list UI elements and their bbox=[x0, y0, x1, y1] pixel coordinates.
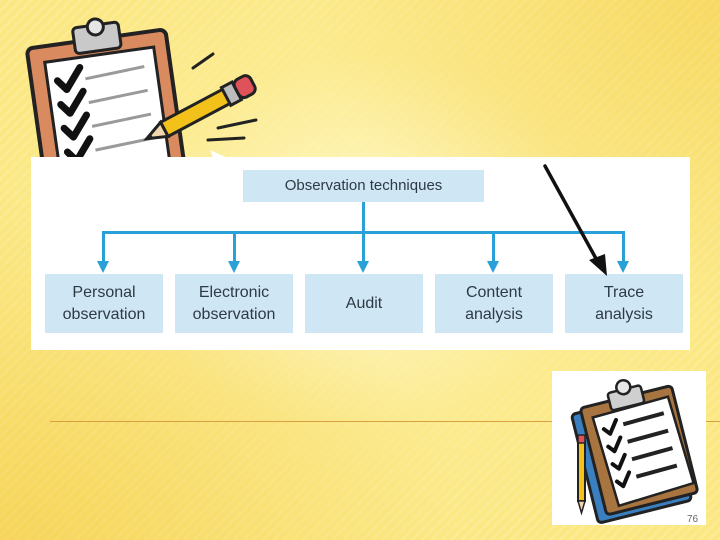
child-node-trace-analysis: Trace analysis bbox=[565, 274, 683, 333]
root-node-observation-techniques: Observation techniques bbox=[243, 170, 484, 202]
connector-branch-trace bbox=[622, 231, 625, 262]
pointer-arrow bbox=[543, 164, 607, 276]
arrow-head-audit bbox=[357, 261, 369, 273]
connector-branch-personal bbox=[102, 231, 105, 262]
page-number: 76 bbox=[687, 514, 699, 525]
arrow-head-electronic bbox=[228, 261, 240, 273]
connector-branch-electronic bbox=[233, 231, 236, 262]
divider-line bbox=[50, 421, 720, 422]
child-node-audit: Audit bbox=[305, 274, 423, 333]
connector-branch-audit bbox=[362, 231, 365, 262]
connector-root-stem bbox=[362, 202, 365, 232]
small-clipart-frame bbox=[552, 371, 706, 525]
arrow-head-content bbox=[487, 261, 499, 273]
clipboard-checklist-icon bbox=[570, 378, 699, 524]
diagram-panel: Observation techniques Personal observat… bbox=[31, 157, 690, 350]
child-node-content-analysis: Content analysis bbox=[435, 274, 553, 333]
connector-branch-content bbox=[492, 231, 495, 262]
child-node-personal-observation: Personal observation bbox=[45, 274, 163, 333]
child-node-electronic-observation: Electronic observation bbox=[175, 274, 293, 333]
arrow-head-trace bbox=[617, 261, 629, 273]
arrow-head-personal bbox=[97, 261, 109, 273]
